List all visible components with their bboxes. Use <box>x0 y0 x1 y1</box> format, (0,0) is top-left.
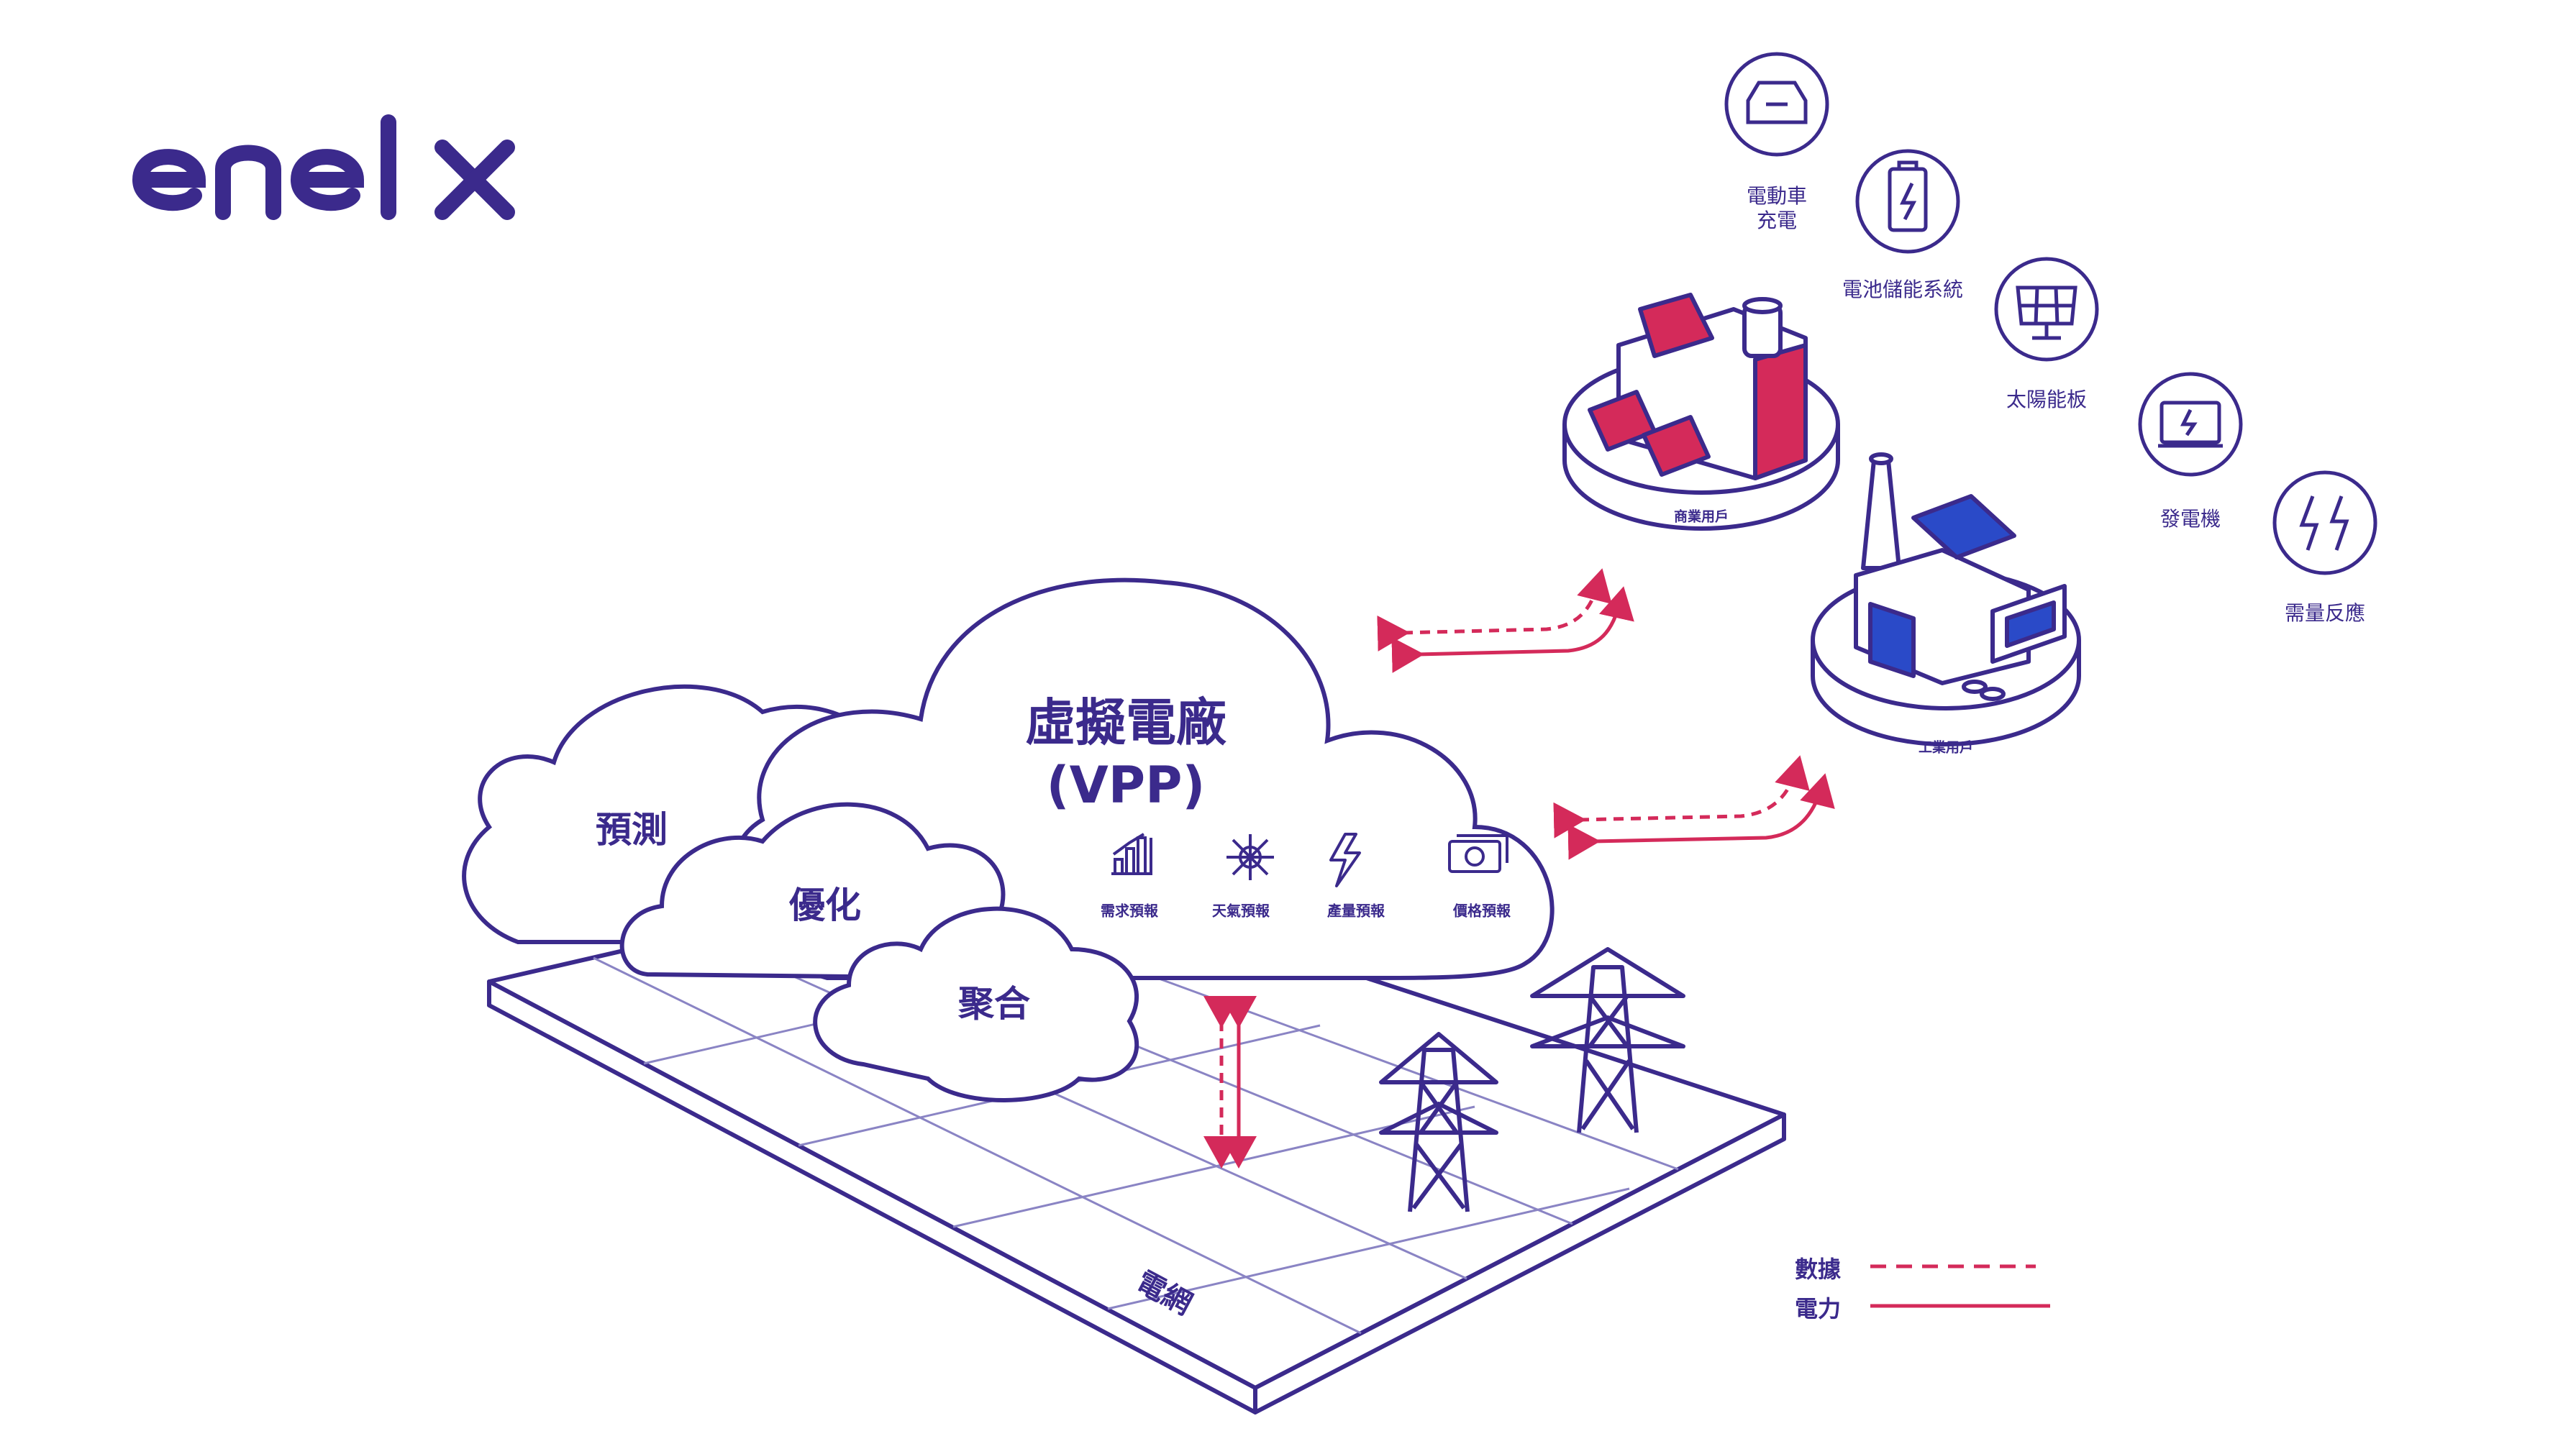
tower-left <box>1379 1032 1498 1212</box>
service-generator: 發電機 <box>2159 507 2221 531</box>
forecast-demand: 需求預報 <box>1101 902 1158 920</box>
forecast-price: 價格預報 <box>1453 902 1511 920</box>
vpp-subtitle: (VPP) <box>1046 756 1206 815</box>
battery-icon <box>1855 149 1960 254</box>
generator-icon <box>2138 372 2243 477</box>
enel-x-logo <box>126 108 529 226</box>
vpp-title: 虛擬電廠 <box>1025 693 1226 752</box>
sun-snow-icon <box>1226 834 1274 880</box>
logo-mark <box>132 114 515 220</box>
service-ev-charging: 電動車 充電 <box>1746 184 1808 232</box>
electric-car-icon <box>1724 52 1829 157</box>
solar-panel-icon <box>1994 257 2099 362</box>
lightning-icon <box>1329 833 1361 887</box>
commercial-label: 商業用戶 <box>1673 508 1729 525</box>
service-demand-response: 需量反應 <box>2284 601 2366 625</box>
demand-response-icon <box>2272 470 2377 575</box>
cloud-label-optimize: 優化 <box>789 885 861 926</box>
arrows-industrial <box>1553 755 1835 860</box>
forecast-weather: 天氣預報 <box>1212 902 1270 920</box>
arrows-commercial <box>1377 568 1634 673</box>
commercial-site <box>1562 293 1840 531</box>
cloud-aggregate <box>813 906 1139 1102</box>
legend-data-label: 數據 <box>1795 1256 1842 1283</box>
money-icon <box>1448 834 1508 873</box>
cloud-label-predict: 預測 <box>596 809 668 851</box>
industrial-site <box>1811 452 2081 746</box>
vertical-arrows <box>1203 996 1257 1169</box>
forecast-production: 產量預報 <box>1327 902 1385 920</box>
cloud-label-aggregate: 聚合 <box>958 983 1030 1025</box>
grid-slab <box>487 859 1786 1414</box>
legend-power-label: 電力 <box>1795 1295 1842 1322</box>
service-solar: 太陽能板 <box>2006 388 2088 411</box>
bar-chart-icon <box>1111 833 1152 875</box>
tower-right <box>1530 947 1685 1133</box>
industrial-label: 工業用戶 <box>1918 739 1974 756</box>
legend-lines <box>1870 1264 2050 1308</box>
service-battery: 電池儲能系統 <box>1842 278 1964 301</box>
